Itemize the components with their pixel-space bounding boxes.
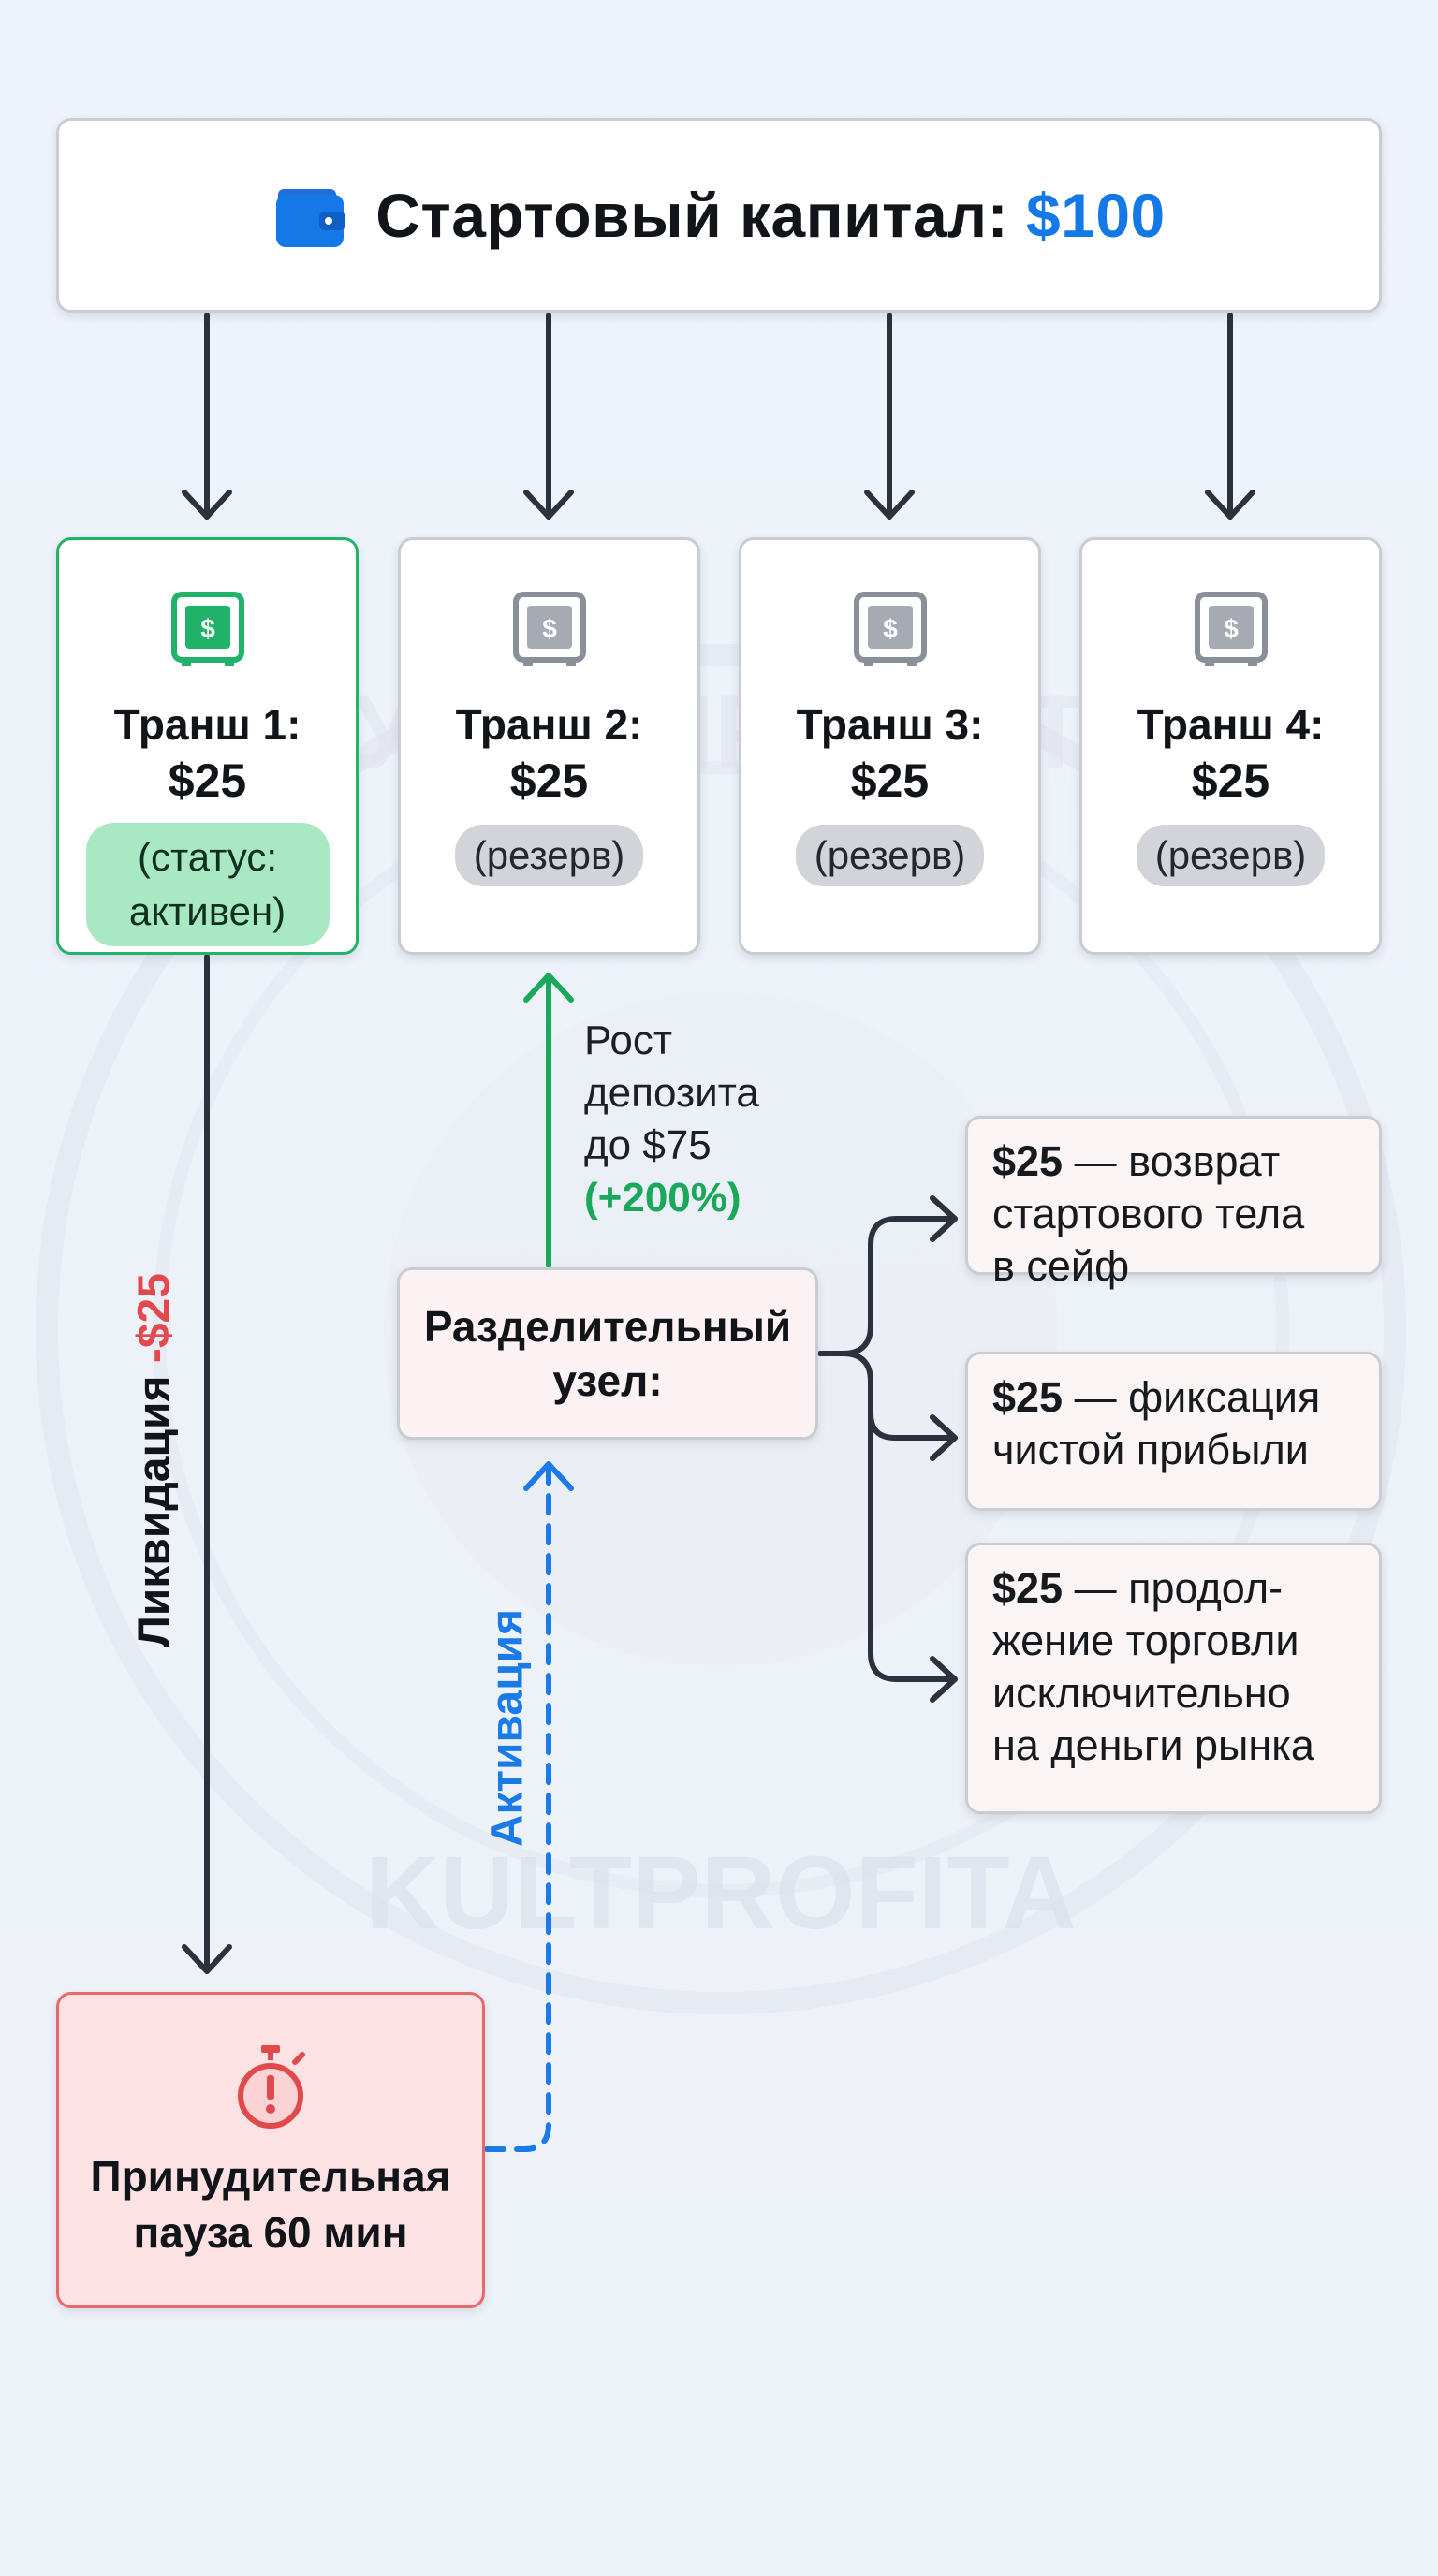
liquidation-arrowhead bbox=[182, 1944, 232, 1974]
safe-icon: $ bbox=[1194, 592, 1268, 666]
outcome-3-text-c: исключительно bbox=[992, 1669, 1291, 1717]
growth-line-1: Рост bbox=[584, 1017, 673, 1063]
safe-icon: $ bbox=[512, 592, 586, 666]
svg-text:$: $ bbox=[883, 614, 898, 643]
growth-arrowhead bbox=[523, 973, 574, 1003]
stopwatch-icon bbox=[238, 2045, 305, 2129]
splitter-label: Разделительный узел: bbox=[423, 1302, 792, 1405]
pause-line-1: Принудительная bbox=[90, 2152, 451, 2201]
tranche-3-name: Транш 3: bbox=[796, 700, 984, 749]
branch-to-out1 bbox=[817, 1216, 958, 1356]
growth-line-3: до $75 bbox=[584, 1122, 712, 1168]
svg-text:$: $ bbox=[542, 614, 557, 643]
pause-line-2: пауза 60 мин bbox=[133, 2208, 408, 2257]
watermark-text: KULTPROFITA bbox=[365, 1836, 1077, 1951]
arrowhead-out1 bbox=[930, 1195, 958, 1242]
tranche-2-status: (резерв) bbox=[454, 825, 644, 886]
tranche-4-card: $ Транш 4: $25 (резерв) bbox=[1079, 537, 1382, 955]
forced-pause-box: Принудительная пауза 60 мин bbox=[56, 1992, 485, 2308]
outcome-2-text-b: чистой прибыли bbox=[992, 1426, 1309, 1473]
growth-label: Рост депозита до $75 (+200%) bbox=[584, 1015, 759, 1224]
arrowhead-out3 bbox=[930, 1656, 958, 1703]
safe-icon: $ bbox=[853, 592, 927, 666]
wallet-icon bbox=[276, 189, 346, 247]
safe-icon: $ bbox=[170, 592, 244, 666]
outcome-3-text-b: жение торговли bbox=[992, 1617, 1299, 1664]
tranche-4-amount: $25 bbox=[1191, 754, 1270, 807]
activation-text: Активация bbox=[482, 1608, 533, 1848]
tranche-3-status: (резерв) bbox=[795, 825, 985, 886]
tranche-1-amount: $25 bbox=[168, 754, 247, 807]
svg-text:$: $ bbox=[1224, 614, 1239, 643]
outcome-1-amount: $25 bbox=[992, 1137, 1064, 1185]
tranche-1-status: (статус: активен) bbox=[85, 823, 330, 946]
outcome-2-text-a: — фиксация bbox=[1063, 1373, 1321, 1421]
tranche-4-status: (резерв) bbox=[1136, 825, 1326, 886]
outcome-2-amount: $25 bbox=[992, 1373, 1064, 1421]
outcome-3-text-a: — продол- bbox=[1063, 1564, 1284, 1612]
arrowhead-tranche-1 bbox=[182, 490, 232, 520]
splitter-node: Разделительный узел: bbox=[397, 1267, 818, 1440]
svg-text:$: $ bbox=[200, 614, 215, 643]
activation-arrow bbox=[484, 1467, 551, 2152]
growth-line-2: депозита bbox=[584, 1070, 759, 1116]
header-title: Стартовый капитал: $100 bbox=[375, 180, 1166, 251]
outcome-3-text-d: на деньги рынка bbox=[992, 1721, 1314, 1769]
outcome-continue-trading: $25 — продол- жение торговли исключитель… bbox=[965, 1543, 1382, 1814]
header-label: Стартовый капитал: bbox=[375, 181, 1009, 250]
activation-arrowhead bbox=[523, 1461, 574, 1491]
outcome-1-text-b: стартового тела bbox=[992, 1190, 1305, 1237]
outcome-return-body: $25 — возврат стартового тела в сейф bbox=[965, 1116, 1382, 1290]
outcome-fix-profit: $25 — фиксация чистой прибыли bbox=[965, 1352, 1382, 1511]
arrowhead-tranche-4 bbox=[1205, 490, 1255, 520]
tranche-1-name: Транш 1: bbox=[113, 700, 301, 749]
outcome-3-amount: $25 bbox=[992, 1564, 1064, 1612]
outcome-1-text-c: в сейф bbox=[992, 1242, 1130, 1290]
starting-capital-header: Стартовый капитал: $100 bbox=[56, 118, 1382, 313]
tranche-2-name: Транш 2: bbox=[455, 700, 643, 749]
header-amount: $100 bbox=[1025, 181, 1166, 250]
arrowhead-tranche-3 bbox=[864, 490, 915, 520]
tranche-2-amount: $25 bbox=[509, 754, 589, 807]
tranche-3-card: $ Транш 3: $25 (резерв) bbox=[739, 537, 1041, 955]
outcome-1-text-a: — возврат bbox=[1063, 1137, 1281, 1185]
liquidation-amount: -$25 bbox=[129, 1273, 180, 1364]
arrowhead-tranche-2 bbox=[523, 490, 574, 520]
liquidation-text: Ликвидация bbox=[129, 1375, 180, 1647]
tranche-4-name: Транш 4: bbox=[1137, 700, 1325, 749]
tranche-1-card: $ Транш 1: $25 (статус: активен) bbox=[56, 537, 359, 955]
branch-to-out3 bbox=[868, 1401, 958, 1682]
tranche-3-amount: $25 bbox=[850, 754, 930, 807]
arrowhead-out2 bbox=[930, 1414, 958, 1461]
growth-percent: (+200%) bbox=[584, 1175, 741, 1221]
tranche-2-card: $ Транш 2: $25 (резерв) bbox=[398, 537, 700, 955]
